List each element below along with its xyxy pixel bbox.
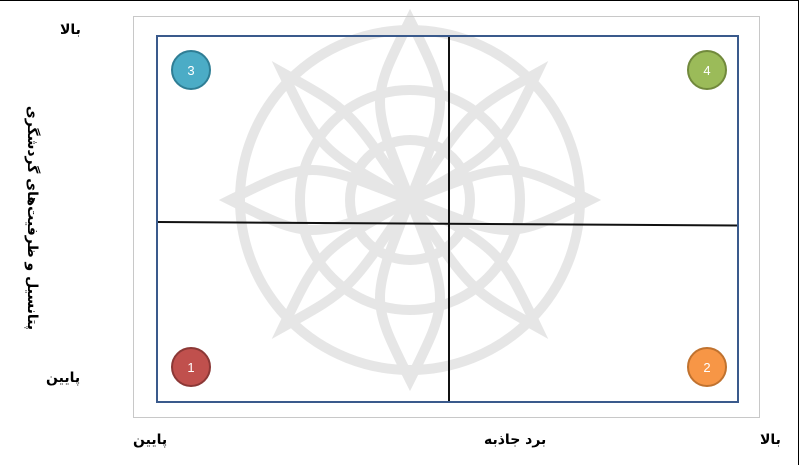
quadrant-2-marker: 2 <box>687 347 727 387</box>
x-axis-title: برد جاذبه <box>484 432 546 448</box>
quadrant-1-label: 1 <box>187 360 194 375</box>
quadrant-2-label: 2 <box>703 360 710 375</box>
quadrant-4-label: 4 <box>703 63 710 78</box>
y-axis-low-label: پایین <box>46 370 80 386</box>
x-axis-low-label: پایین <box>133 432 167 448</box>
y-axis-high-label: بالا <box>60 22 81 38</box>
quadrant-4-marker: 4 <box>687 50 727 90</box>
vertical-divider <box>448 37 450 401</box>
quadrant-3-label: 3 <box>187 63 194 78</box>
quadrant-1-marker: 1 <box>171 347 211 387</box>
y-axis-title: پتانسیل و ظرفیت‌های گردشگری <box>24 106 40 330</box>
x-axis-high-label: بالا <box>760 432 781 448</box>
quadrant-3-marker: 3 <box>171 50 211 90</box>
